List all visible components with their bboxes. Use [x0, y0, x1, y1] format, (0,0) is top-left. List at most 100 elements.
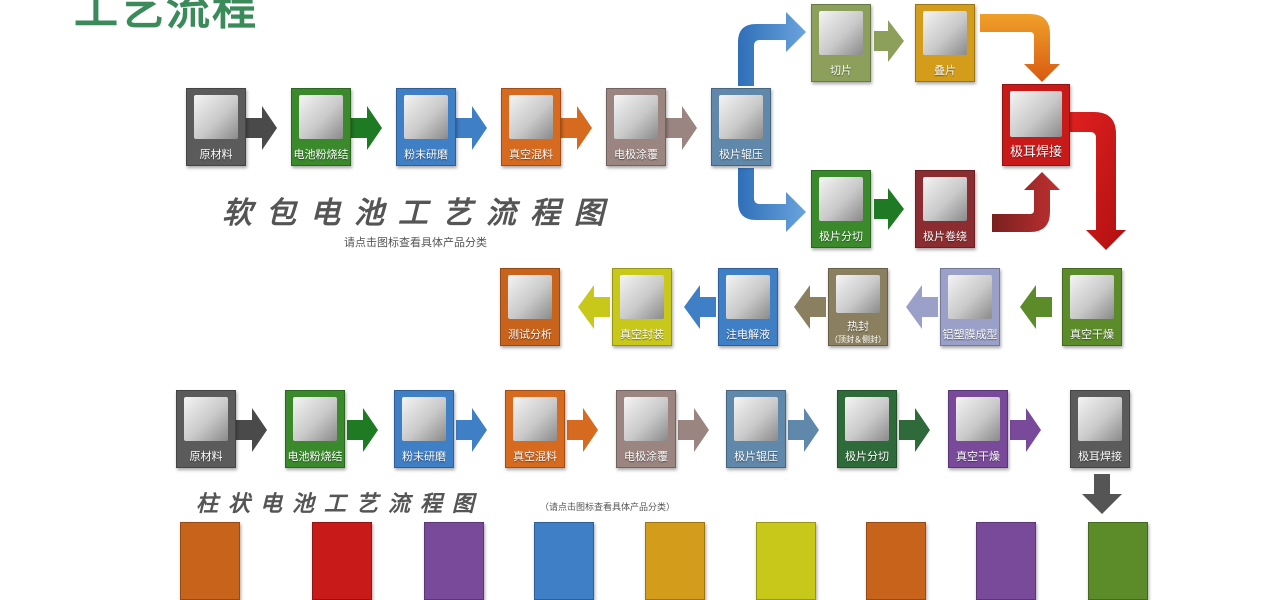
cyl-next-step-3[interactable]: [424, 522, 484, 600]
cyl-step-vacuum-mixing[interactable]: 真空混料: [505, 390, 565, 468]
arrow-sinter-to-grind: [351, 106, 382, 150]
raw-material-photo: [184, 397, 228, 441]
cyl-next-step-4[interactable]: [534, 522, 594, 600]
vacuum-mixer-photo: [513, 397, 557, 441]
step-label: 真空干燥: [956, 450, 1000, 463]
cyl-step-electrode-slitting[interactable]: 极片分切: [837, 390, 897, 468]
arrow-cyl-slit-to-vacdry: [899, 408, 930, 452]
cyl-next-step-7[interactable]: [866, 522, 926, 600]
step-raw-material[interactable]: 原材料: [186, 88, 246, 166]
cylindrical-hint: （请点击图标查看具体产品分类）: [540, 503, 676, 513]
step-label: 极片辊压: [734, 450, 778, 463]
raw-material-photo: [194, 95, 238, 139]
page-title: 工艺流程: [74, 0, 258, 35]
arrow-inject-to-vacseal: [684, 285, 716, 329]
vacuum-oven-photo: [956, 397, 1000, 441]
cyl-next-step-5[interactable]: [645, 522, 705, 600]
arrow-coat-to-roll: [666, 106, 697, 150]
step-label: 极片卷绕: [923, 230, 967, 243]
step-label: 原材料: [189, 450, 223, 463]
arrow-vacdry-to-alform: [1020, 285, 1052, 329]
step-test-analysis[interactable]: 测试分析: [500, 268, 560, 346]
step-label: 极耳焊接: [1009, 145, 1062, 160]
step-electrode-coating[interactable]: 电极涂覆: [606, 88, 666, 166]
winding-machine-photo: [923, 177, 967, 221]
arrow-alform-to-heatseal: [906, 285, 938, 329]
step-electrode-rolling[interactable]: 极片辊压: [711, 88, 771, 166]
cyl-step-electrode-rolling[interactable]: 极片辊压: [726, 390, 786, 468]
arrow-cut-to-stack: [874, 20, 904, 62]
cyl-next-step-2[interactable]: [312, 522, 372, 600]
vacuum-oven-photo: [1070, 275, 1114, 319]
arrow-roll-branch-down: [738, 168, 806, 232]
cyl-next-step-9[interactable]: [1088, 522, 1148, 600]
arrow-cyl-vacmix-to-coat: [567, 408, 598, 452]
step-vacuum-sealing[interactable]: 真空封装: [612, 268, 672, 346]
arrow-cyl-vacdry-to-tabweld: [1010, 408, 1041, 452]
cyl-next-step-6[interactable]: [756, 522, 816, 600]
arrow-cyl-sinter-to-grind: [347, 408, 378, 452]
arrow-cyl-raw-to-sinter: [236, 408, 267, 452]
rolling-press-photo: [734, 397, 778, 441]
step-vacuum-mixing[interactable]: 真空混料: [501, 88, 561, 166]
step-electrode-slitting[interactable]: 极片分切: [811, 170, 871, 248]
arrow-heatseal-to-inject: [794, 285, 826, 329]
step-vacuum-drying[interactable]: 真空干燥: [1062, 268, 1122, 346]
step-label: 电池粉烧结: [293, 148, 349, 161]
step-cutting[interactable]: 切片: [811, 4, 871, 82]
step-label: 极片分切: [819, 230, 863, 243]
vacuum-sealer-photo: [620, 275, 664, 319]
cyl-step-powder-sintering[interactable]: 电池粉烧结: [285, 390, 345, 468]
tab-welder-photo: [1010, 91, 1062, 137]
arrow-cyl-roll-to-slit: [788, 408, 819, 452]
cyl-step-vacuum-drying[interactable]: 真空干燥: [948, 390, 1008, 468]
stacking-machine-photo: [923, 11, 967, 55]
step-label: 电池粉烧结: [287, 450, 343, 463]
cyl-step-electrode-coating[interactable]: 电极涂覆: [616, 390, 676, 468]
step-label: 铝塑膜成型: [942, 328, 998, 341]
step-stacking[interactable]: 叠片: [915, 4, 975, 82]
vacuum-mixer-photo: [509, 95, 553, 139]
coating-machine-photo: [624, 397, 668, 441]
arrow-stack-to-tabweld: [980, 14, 1060, 82]
sintering-furnace-photo: [293, 397, 337, 441]
arrow-roll-branch-up: [738, 12, 806, 86]
arrow-slit-to-wind: [874, 188, 904, 230]
step-label: 测试分析: [508, 328, 552, 341]
flow-arrows: [236, 12, 1126, 514]
step-label: 粉末研磨: [404, 148, 448, 161]
cyl-step-raw-material[interactable]: 原材料: [176, 390, 236, 468]
step-electrode-winding[interactable]: 极片卷绕: [915, 170, 975, 248]
step-powder-grinding[interactable]: 粉末研磨: [396, 88, 456, 166]
forming-machine-photo: [948, 275, 992, 319]
step-tab-welding[interactable]: 极耳焊接: [1002, 84, 1070, 166]
step-label: 叠片: [934, 64, 956, 77]
cyl-step-tab-welding[interactable]: 极耳焊接: [1070, 390, 1130, 468]
grinding-machine-photo: [404, 95, 448, 139]
arrow-cyl-coat-to-roll: [678, 408, 709, 452]
step-aluminum-film-forming[interactable]: 铝塑膜成型: [940, 268, 1000, 346]
slitting-machine-photo: [845, 397, 889, 441]
step-heat-sealing[interactable]: 热封 （顶封＆侧封）: [828, 268, 888, 346]
step-sublabel: （顶封＆侧封）: [830, 335, 886, 344]
cyl-next-step-1[interactable]: [180, 522, 240, 600]
cutting-machine-photo: [819, 11, 863, 55]
step-label: 真空混料: [513, 450, 557, 463]
cyl-step-powder-grinding[interactable]: 粉末研磨: [394, 390, 454, 468]
cylindrical-diagram-title: 柱状电池工艺流程图: [196, 491, 485, 517]
arrow-wind-to-tabweld: [992, 172, 1060, 232]
arrow-cyl-grind-to-vacmix: [456, 408, 487, 452]
tester-photo: [508, 275, 552, 319]
step-label: 原材料: [199, 148, 233, 161]
slitting-machine-photo: [819, 177, 863, 221]
step-electrolyte-injection[interactable]: 注电解液: [718, 268, 778, 346]
arrow-vacseal-to-test: [578, 285, 610, 329]
step-powder-sintering[interactable]: 电池粉烧结: [291, 88, 351, 166]
step-label: 热封: [847, 320, 869, 333]
rolling-press-photo: [719, 95, 763, 139]
step-label: 极片分切: [845, 450, 889, 463]
cyl-next-step-8[interactable]: [976, 522, 1036, 600]
arrow-raw-to-sinter: [246, 106, 277, 150]
grinding-machine-photo: [402, 397, 446, 441]
step-label: 极耳焊接: [1078, 450, 1122, 463]
